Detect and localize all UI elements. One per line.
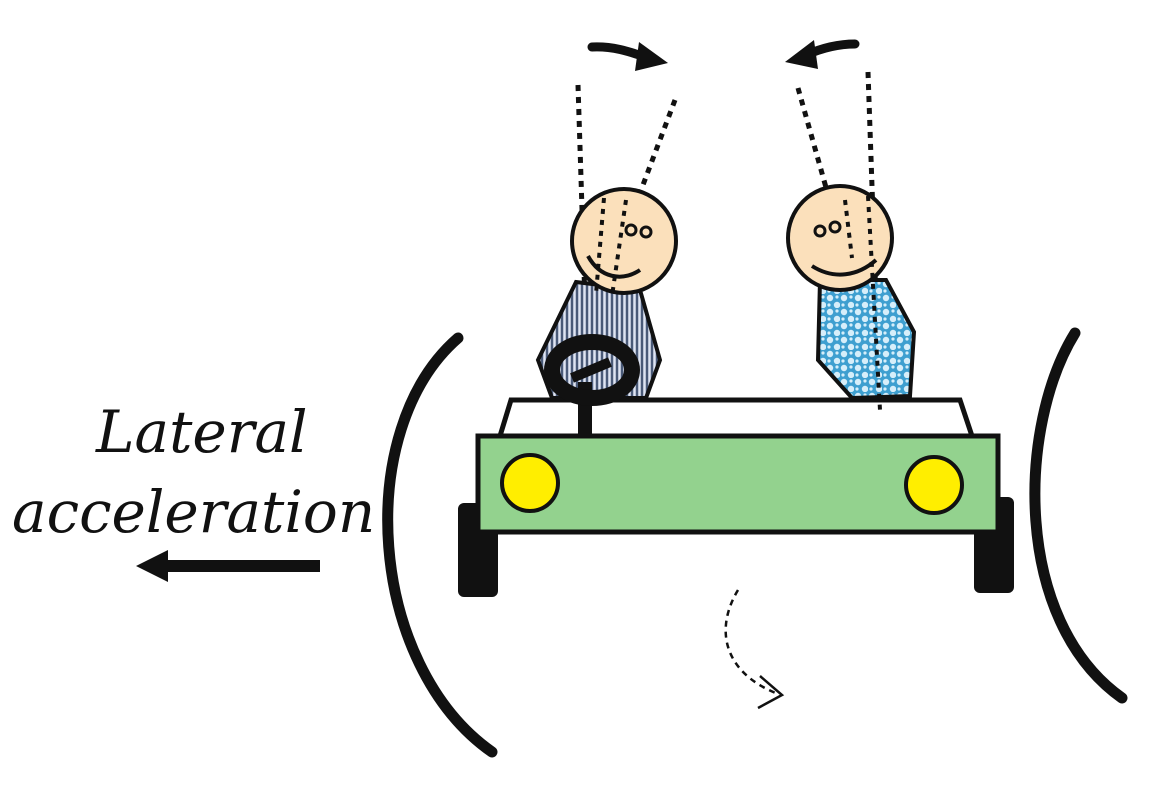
- passenger-head: [786, 184, 894, 292]
- lateral-acceleration-label-line2: acceleration: [12, 478, 376, 546]
- right-headlight: [904, 455, 964, 515]
- car-windshield: [496, 397, 976, 439]
- right-road-curve-icon: [1029, 327, 1128, 704]
- driver-head-tilt-arrow-icon: [587, 42, 668, 71]
- lateral-acceleration-arrow-icon: [136, 550, 320, 582]
- passenger-figure: [786, 184, 917, 411]
- left-headlight: [500, 453, 560, 513]
- roll-direction-dashed-arrow-icon: [724, 589, 785, 710]
- left-road-curve-icon: [382, 332, 498, 758]
- steering-wheel-icon: [544, 334, 640, 438]
- passenger-head-tilt-arrow-icon: [785, 39, 860, 69]
- lateral-acceleration-label-line1: Lateral: [96, 398, 308, 466]
